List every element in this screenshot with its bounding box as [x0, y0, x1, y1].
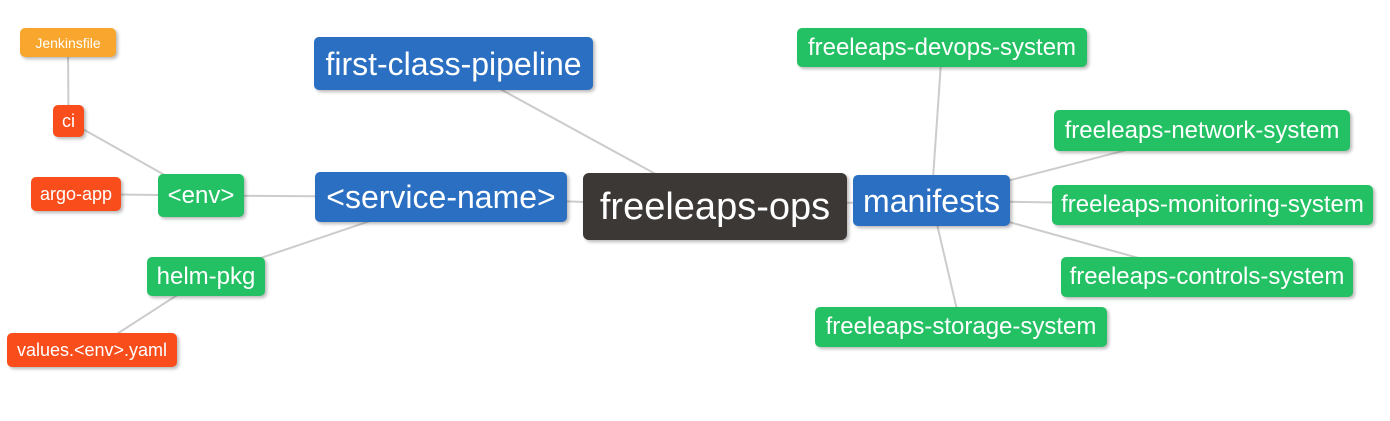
node-env[interactable]: <env> [158, 174, 244, 217]
node-label: freeleaps-devops-system [807, 33, 1077, 61]
node-values-env-yaml[interactable]: values.<env>.yaml [7, 333, 177, 367]
node-label: ci [62, 111, 75, 131]
node-freeleaps-ops[interactable]: freeleaps-ops [583, 173, 847, 240]
node-label: helm-pkg [156, 262, 256, 290]
node-service-name[interactable]: <service-name> [315, 172, 567, 222]
node-label: manifests [863, 182, 1000, 219]
node-first-class-pipeline[interactable]: first-class-pipeline [314, 37, 593, 90]
node-label: values.<env>.yaml [16, 340, 168, 360]
node-label: freeleaps-controls-system [1069, 263, 1345, 290]
node-label: freeleaps-network-system [1064, 116, 1340, 144]
node-monitoring-system[interactable]: freeleaps-monitoring-system [1052, 185, 1373, 225]
node-argo-app[interactable]: argo-app [31, 177, 121, 211]
node-label: freeleaps-storage-system [825, 313, 1097, 340]
node-label: freeleaps-monitoring-system [1061, 191, 1364, 218]
node-ci[interactable]: ci [53, 105, 84, 137]
node-jenkinsfile[interactable]: Jenkinsfile [20, 28, 116, 57]
node-label: <env> [167, 181, 235, 209]
node-storage-system[interactable]: freeleaps-storage-system [815, 307, 1107, 347]
node-controls-system[interactable]: freeleaps-controls-system [1061, 257, 1353, 297]
node-helm-pkg[interactable]: helm-pkg [147, 257, 265, 296]
node-label: <service-name> [326, 179, 556, 215]
node-label: Jenkinsfile [35, 34, 101, 51]
node-manifests[interactable]: manifests [853, 175, 1010, 226]
node-label: first-class-pipeline [325, 45, 582, 82]
node-label: freeleaps-ops [599, 185, 831, 228]
node-network-system[interactable]: freeleaps-network-system [1054, 110, 1350, 151]
node-devops-system[interactable]: freeleaps-devops-system [797, 28, 1087, 67]
node-label: argo-app [39, 184, 113, 204]
